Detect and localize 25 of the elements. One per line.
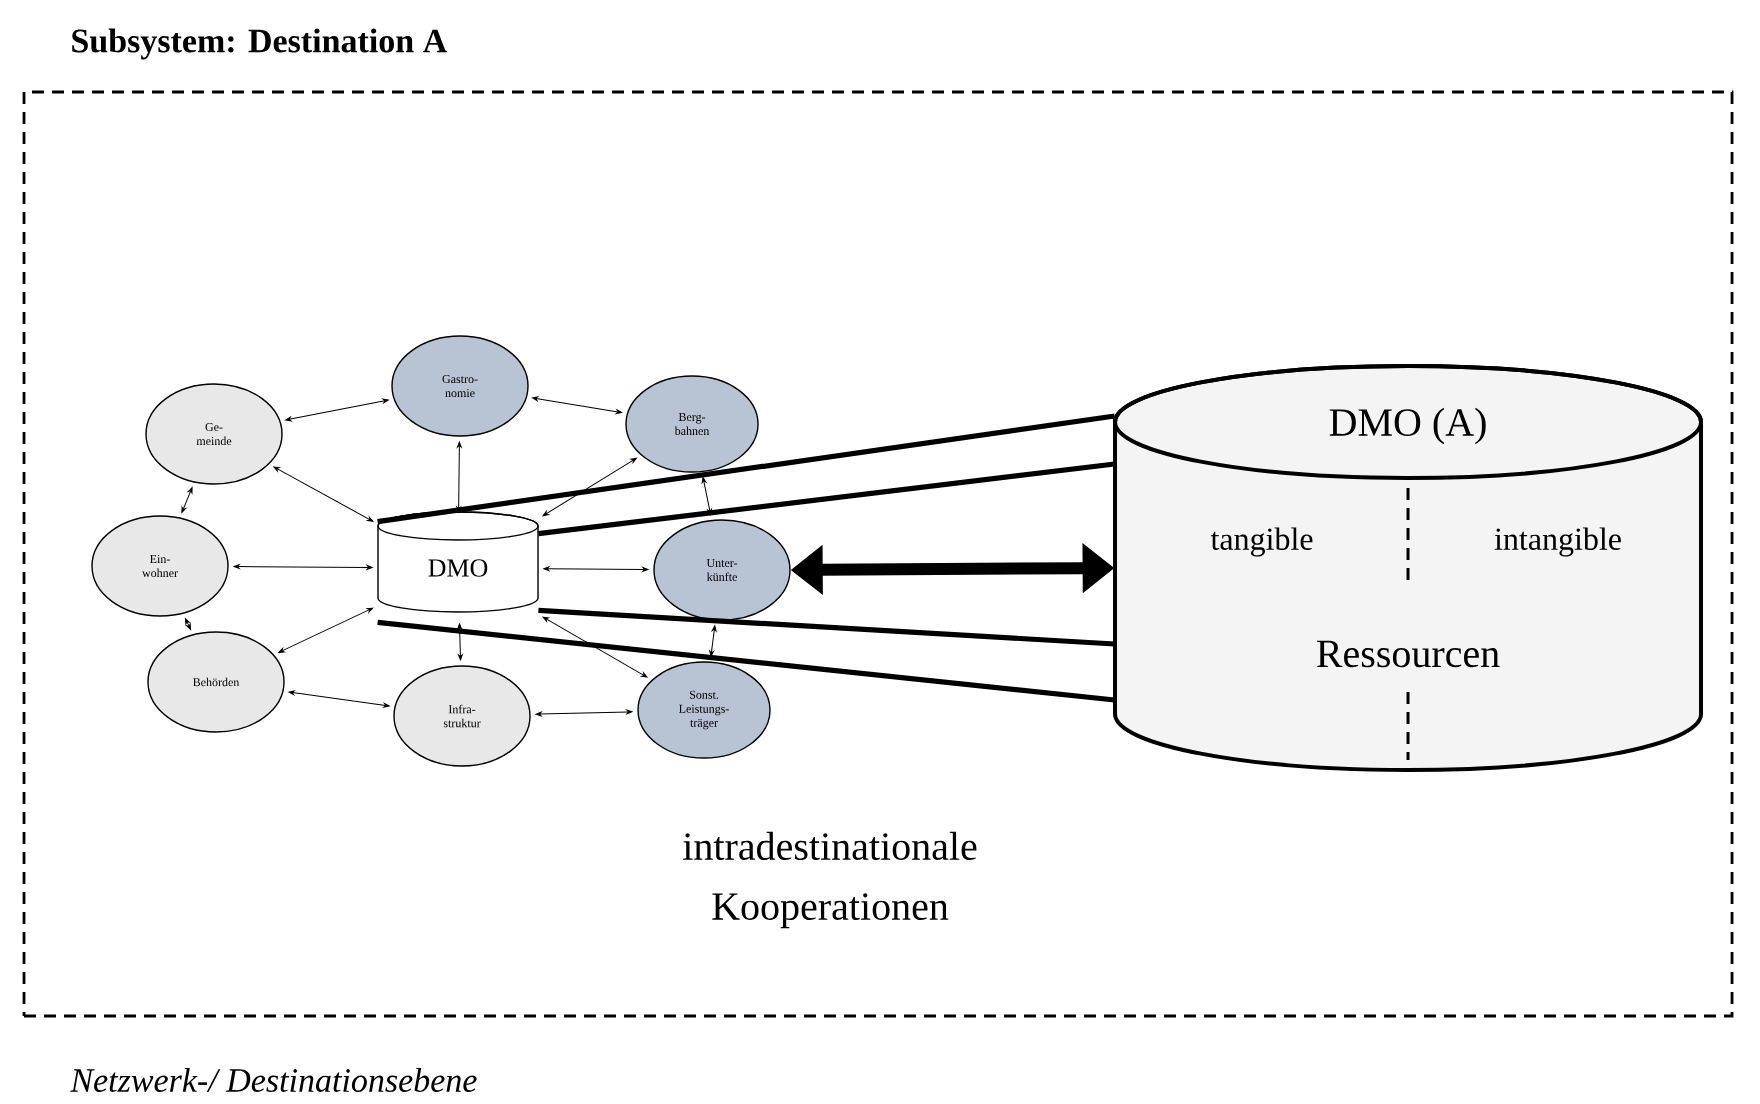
double-arrow [701, 477, 712, 516]
double-arrow [184, 618, 192, 630]
double-arrow [288, 690, 390, 708]
database-cylinder: DMO [377, 511, 539, 613]
connector-line [377, 413, 1115, 525]
double-arrow [233, 564, 373, 570]
double-arrow [457, 623, 463, 661]
double-arrow [181, 487, 193, 513]
double-arrow [543, 566, 649, 572]
double-arrow [285, 398, 389, 422]
resource-cylinder: DMO (A) tangible intangible Ressourcen [1113, 364, 1703, 772]
connector-line [538, 461, 1115, 537]
double-arrow [273, 466, 374, 522]
double-arrow [542, 457, 637, 517]
double-arrow [709, 625, 717, 657]
connector-line [377, 619, 1115, 703]
frame-heading: Subsystem: Destination A [72, 28, 447, 60]
caption: Netzwerk-/ Destinationsebene [70, 1068, 477, 1092]
double-arrow [542, 616, 648, 678]
connector-line [538, 607, 1115, 647]
double-arrow [456, 441, 462, 513]
double-arrow [278, 607, 374, 653]
double-arrow [535, 709, 633, 717]
note-text: intradestinationale Kooperationen [683, 831, 977, 929]
double-arrow [531, 396, 623, 414]
